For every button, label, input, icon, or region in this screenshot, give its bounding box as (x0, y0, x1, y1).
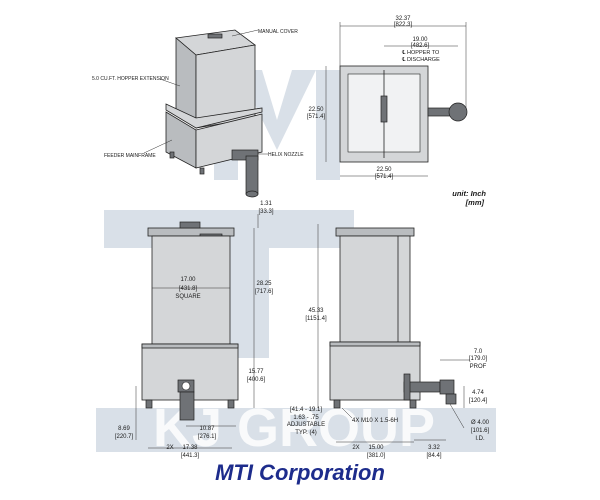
hopper-note-1: ℄ HOPPER TO (401, 50, 440, 56)
square-in: 17.00 (180, 277, 196, 283)
unit-note: unit: Inch (452, 189, 486, 198)
front-mid-mm: [276.1] (198, 434, 217, 440)
proj-mm: [179.0] (469, 356, 488, 362)
feet-mm: [381.0] (367, 453, 386, 459)
span-mm: [441.3] (181, 453, 200, 459)
hopper-dist-mm: [482.6] (411, 43, 430, 49)
front-left-in: 8.69 (118, 426, 130, 432)
adj-label: ADJUSTABLE (287, 422, 325, 428)
off-in: 3.32 (428, 445, 440, 451)
unit-note-mm: [mm] (465, 198, 485, 207)
top-width-in: 32.37 (395, 16, 411, 22)
nozzle-h-in: 4.74 (472, 390, 484, 396)
off-mm: [84.4] (426, 453, 441, 459)
helix-nozzle-label: HELIX NOZZLE (268, 152, 304, 158)
hopper-dist-in: 19.00 (412, 37, 428, 43)
proj-label: PROF (470, 364, 487, 370)
side-total-in: 45.33 (308, 308, 324, 314)
top-width-mm: [822.3] (394, 22, 413, 28)
feeder-mainframe-label: FEEDER MAINFRAME (104, 153, 156, 159)
top-view: 32.37 [822.3] 19.00 [482.6] ℄ HOPPER TO … (307, 16, 468, 180)
front-height-in: 28.25 (256, 281, 272, 287)
top-base-mm: [571.4] (375, 174, 394, 180)
front-view: 1.31 [33.3] 17.00 [431.8] SQUARE 28.25 [… (115, 201, 274, 459)
adj-note: TYP. (4) (295, 430, 317, 436)
dia-mm: [101.6] (471, 428, 490, 434)
side-view: 45.33 [1151.4] 7.0 [179.0] PROF 4.74 [12… (287, 224, 490, 459)
adj-in: 1.63 - .75 (293, 415, 319, 421)
top-depth-in: 22.50 (308, 107, 324, 113)
front-lower-in: 15.77 (248, 369, 264, 375)
span-prefix: 2X (166, 445, 173, 451)
front-left-mm: [220.7] (115, 434, 134, 440)
adj-mm: [41.4 - 19.1] (290, 407, 322, 413)
dia-label: I.D. (475, 436, 485, 442)
hopper-extension-label: 5.0 CU.FT. HOPPER EXTENSION (92, 76, 169, 82)
side-total-mm: [1151.4] (305, 316, 327, 322)
hopper-note-2: ℄ DISCHARGE (401, 57, 440, 63)
square-label: SQUARE (175, 294, 200, 300)
front-lower-mm: [400.6] (247, 377, 266, 383)
nozzle-h-mm: [120.4] (469, 398, 488, 404)
isometric-view: MANUAL COVER 5.0 CU.FT. HOPPER EXTENSION… (92, 29, 304, 198)
square-mm: [431.8] (179, 286, 198, 292)
feet-in: 15.00 (368, 445, 384, 451)
front-height-mm: [717.6] (255, 289, 274, 295)
span-in: 17.38 (182, 445, 198, 451)
manual-cover-label: MANUAL COVER (258, 29, 298, 35)
feet-prefix: 2X (352, 445, 359, 451)
top-depth-mm: [571.4] (307, 114, 326, 120)
front-mid-in: 10.87 (199, 426, 215, 432)
bolt-note: 4X M10 X 1.5-6H (352, 418, 398, 424)
front-top-mm: [33.3] (258, 209, 273, 215)
front-top-in: 1.31 (260, 201, 272, 207)
top-base-in: 22.50 (376, 167, 392, 173)
proj-in: 7.0 (474, 349, 483, 355)
dia-in: Ø 4.00 (471, 420, 490, 426)
brand-title: MTI Corporation (215, 460, 385, 485)
